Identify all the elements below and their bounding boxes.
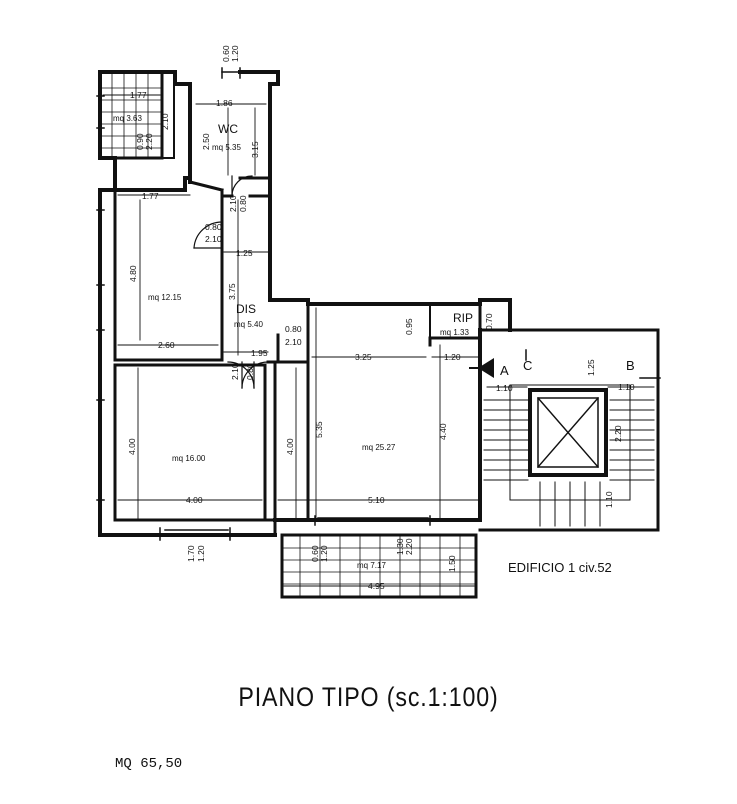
- dim-label: 0.80: [245, 363, 255, 380]
- dim-label: 2.10: [205, 234, 222, 244]
- dim-label: 4.00: [285, 438, 295, 455]
- building-label: EDIFICIO 1 civ.52: [508, 560, 612, 575]
- stairwell: [469, 328, 661, 532]
- dim-label: 0.90: [135, 133, 145, 150]
- dim-label: 4.80: [128, 265, 138, 282]
- dim-label: 1.30: [395, 538, 405, 555]
- bedroom-large-area: mq 16.00: [172, 454, 206, 463]
- bedroom-small-area: mq 12.15: [148, 293, 182, 302]
- dim-label: 3.25: [355, 352, 372, 362]
- dim-label: 0.95: [404, 318, 414, 335]
- dim-label: 1.20: [196, 545, 206, 562]
- dim-label: 0.80: [285, 324, 302, 334]
- dim-label: 1.86: [216, 98, 233, 108]
- plan-title: PIANO TIPO (sc.1:100): [238, 682, 499, 712]
- balcony-top-area: mq 3.63: [113, 114, 142, 123]
- rip-area: mq 1.33: [440, 328, 469, 337]
- dim-label: 1.25: [586, 359, 596, 376]
- dim-label: 1.50: [447, 555, 457, 572]
- dim-label: 2.10: [228, 195, 238, 212]
- stair-label-c: C: [523, 358, 532, 373]
- total-area: MQ 65,50: [115, 756, 183, 772]
- dim-label: 0.80: [205, 222, 222, 232]
- balcony-top: [98, 70, 175, 160]
- dim-label: 1.20: [319, 545, 329, 562]
- balcony-bottom-area: mq 7.17: [357, 561, 386, 570]
- dim-label: 4.40: [438, 423, 448, 440]
- dim-label: 4.00: [186, 495, 203, 505]
- stair-label-a: A: [500, 363, 509, 378]
- living-area: mq 25.27: [362, 443, 396, 452]
- dim-label: 5.35: [314, 421, 324, 438]
- entrance-arrow-icon: [478, 358, 494, 378]
- dim-label: 1.20: [444, 352, 461, 362]
- balcony-bottom: [280, 533, 478, 599]
- door-swings: [193, 175, 269, 389]
- dim-label: 1.20: [230, 45, 240, 62]
- dim-label: 1.25: [236, 248, 253, 258]
- dim-label: 2.60: [158, 340, 175, 350]
- stair-label-b: B: [626, 358, 635, 373]
- rip-label: RIP: [453, 311, 473, 325]
- dimension-labels-vertical: 0.60 1.20 2.10 0.90 2.20 2.50 3.15 0.80 …: [127, 45, 623, 572]
- dim-label: 2.20: [613, 425, 623, 442]
- dim-label: 0.60: [221, 45, 231, 62]
- dim-label: 4.95: [368, 581, 385, 591]
- dis-label: DIS: [236, 302, 256, 316]
- dim-label: 0.60: [310, 545, 320, 562]
- dim-label: 1.95: [251, 348, 268, 358]
- outer-walls: [98, 70, 512, 537]
- dimension-labels: 1.77 1.86 1.77 0.80 2.10 1.25 2.60 0.80 …: [130, 90, 635, 591]
- dim-label: 1.70: [186, 545, 196, 562]
- dim-label: 2.10: [230, 363, 240, 380]
- dimension-lines: [102, 94, 655, 587]
- dim-label: 2.20: [404, 538, 414, 555]
- dim-label: 0.70: [484, 313, 494, 330]
- dim-label: 4.00: [127, 438, 137, 455]
- dim-label: 3.75: [227, 283, 237, 300]
- dim-label: 2.10: [160, 113, 170, 130]
- dim-label: 2.50: [201, 133, 211, 150]
- dim-label: 2.10: [285, 337, 302, 347]
- dim-label: 1.77: [130, 90, 147, 100]
- dim-label: 1.10: [496, 383, 513, 393]
- dim-label: 3.15: [250, 141, 260, 158]
- dis-area: mq 5.40: [234, 320, 263, 329]
- wc-label: WC: [218, 122, 238, 136]
- dim-label: 1.77: [142, 191, 159, 201]
- wc-area: mq 5.35: [212, 143, 241, 152]
- rip-closet: [429, 303, 481, 339]
- dim-label: 5.10: [368, 495, 385, 505]
- window-marks: [96, 67, 431, 541]
- room-labels: mq 3.63 WC mq 5.35 mq 12.15 DIS mq 5.40 …: [113, 114, 635, 575]
- dim-label: 1.10: [604, 491, 614, 508]
- dim-label: 1.10: [618, 382, 635, 392]
- dim-label: 0.80: [238, 195, 248, 212]
- interior-walls: [113, 176, 482, 537]
- dim-label: 2.20: [144, 133, 154, 150]
